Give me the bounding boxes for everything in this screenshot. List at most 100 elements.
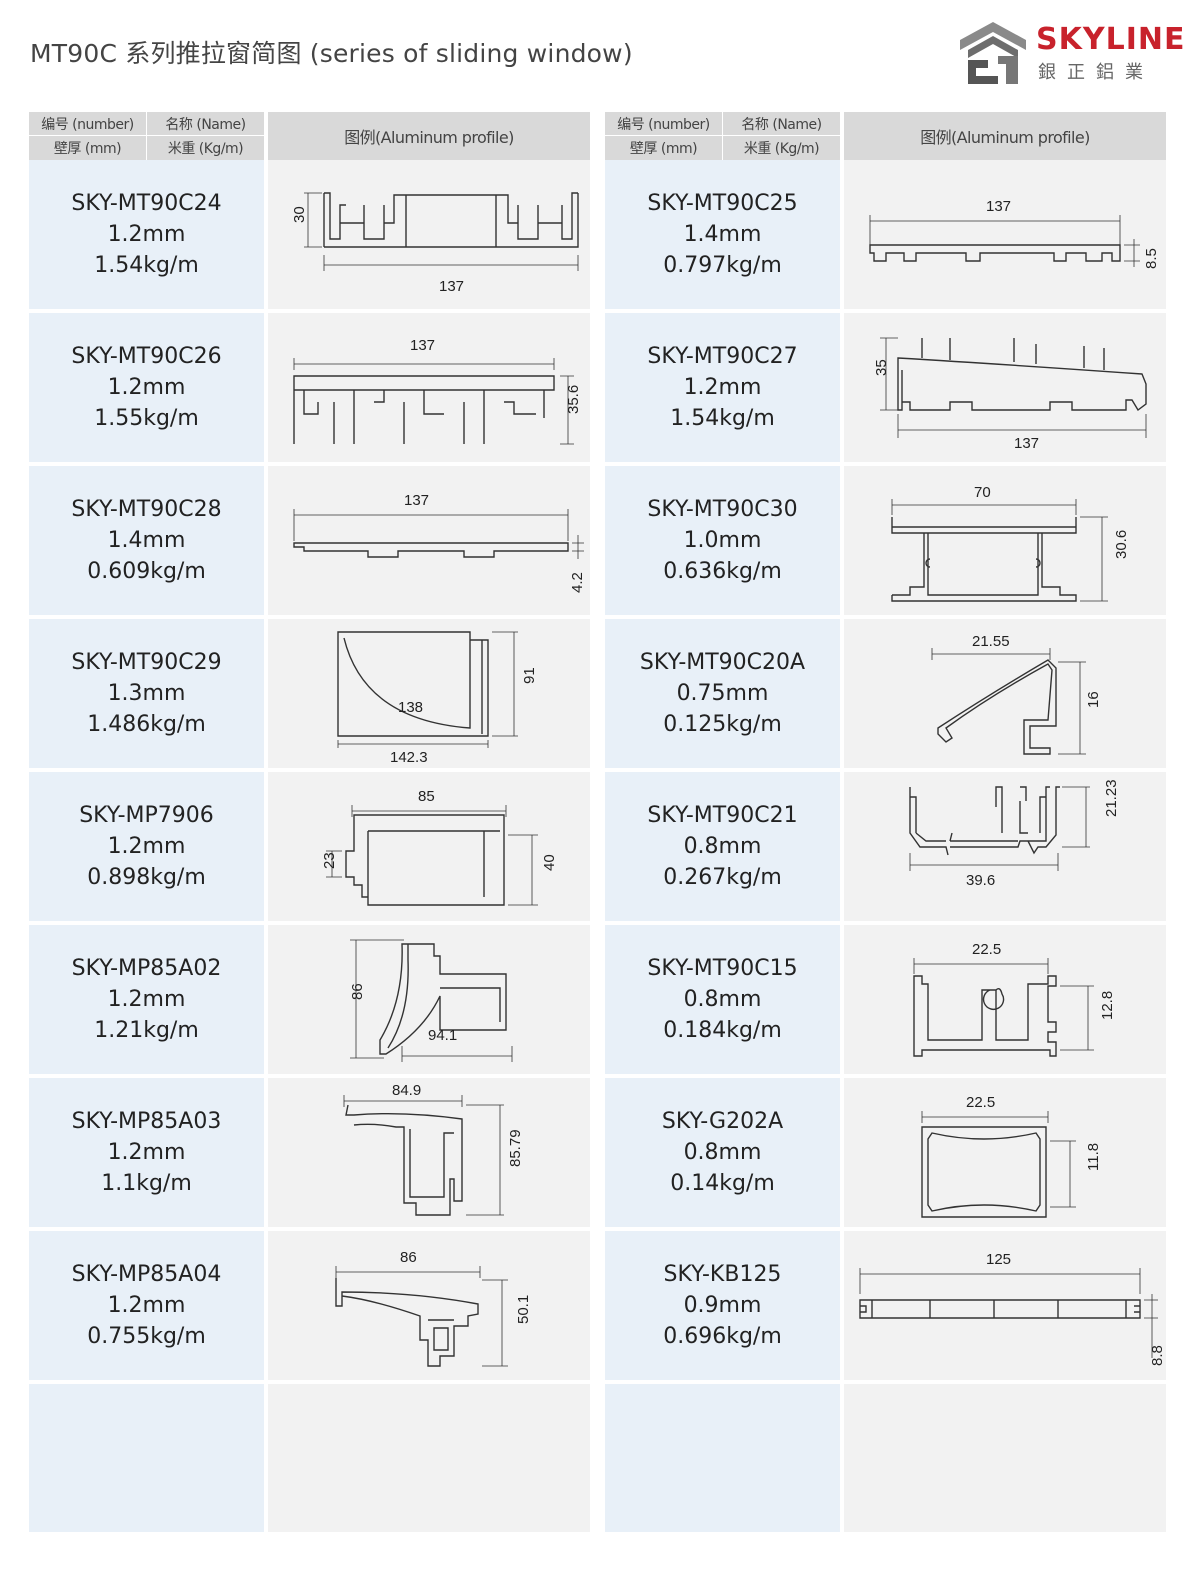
logo-subtitle: 銀正鋁業 <box>1038 62 1154 83</box>
profile-diagram-icon: 30 137 <box>291 191 579 295</box>
dim-label: 142.3 <box>390 749 428 766</box>
profile-weight: 0.755kg/m <box>87 1324 206 1349</box>
profile-diagram-icon: 22.5 12.8 <box>913 941 1116 1057</box>
profile-drawing: 22.5 12.8 <box>840 921 1166 1074</box>
profile-weight: 0.267kg/m <box>663 865 782 890</box>
dim-label: 137 <box>1014 435 1039 452</box>
dim-label: 85 <box>418 788 435 805</box>
profile-spec: SKY-MP7906 1.2mm 0.898kg/m <box>29 768 264 921</box>
profile-code: SKY-MP85A04 <box>71 1262 222 1287</box>
profile-drawing: 70 30.6 <box>840 462 1166 615</box>
table-row: SKY-MT90C27 1.2mm 1.54kg/m 35 137 <box>605 309 1166 462</box>
profile-spec: SKY-MT90C25 1.4mm 0.797kg/m <box>605 160 840 309</box>
page-title: MT90C 系列推拉窗简图 (series of sliding window) <box>30 39 633 68</box>
profile-weight: 0.898kg/m <box>87 865 206 890</box>
profile-weight: 0.125kg/m <box>663 712 782 737</box>
table-row: SKY-G202A 0.8mm 0.14kg/m 22.5 11.8 <box>605 1074 1166 1227</box>
profile-drawing: 137 8.5 <box>840 160 1166 309</box>
profile-drawing: 86 94.1 <box>264 921 590 1074</box>
dim-label: 22.5 <box>972 941 1001 958</box>
header-name: 名称 (Name) <box>147 112 264 136</box>
table-row-empty <box>29 1380 590 1532</box>
profile-weight: 1.1kg/m <box>101 1171 192 1196</box>
dim-label: 86 <box>400 1249 417 1266</box>
profile-code: SKY-MT90C21 <box>647 803 798 828</box>
profile-thickness: 1.2mm <box>107 834 186 859</box>
profile-diagram-icon: 138 91 142.3 <box>337 630 538 766</box>
profile-code: SKY-G202A <box>661 1109 784 1134</box>
profile-spec: SKY-KB125 0.9mm 0.696kg/m <box>605 1227 840 1380</box>
profile-thickness: 1.2mm <box>107 375 186 400</box>
profile-code: SKY-MT90C26 <box>71 344 222 369</box>
profile-code: SKY-KB125 <box>663 1262 782 1287</box>
profile-weight: 1.486kg/m <box>87 712 206 737</box>
table-row: SKY-MT90C24 1.2mm 1.54kg/m 30 137 <box>29 160 590 309</box>
profile-code: SKY-MT90C20A <box>639 650 806 675</box>
logo-brand: SKYLINE <box>1036 22 1186 57</box>
table-row: SKY-KB125 0.9mm 0.696kg/m 125 8.8 <box>605 1227 1166 1380</box>
dim-label: 21.55 <box>972 633 1010 650</box>
dim-label: 4.2 <box>569 572 586 593</box>
dim-label: 137 <box>404 492 429 509</box>
table-row: SKY-MP85A03 1.2mm 1.1kg/m 84.9 85.79 <box>29 1074 590 1227</box>
profile-diagram-icon: 35 137 <box>873 337 1147 452</box>
profile-spec: SKY-MT90C28 1.4mm 0.609kg/m <box>29 462 264 615</box>
profile-diagram-icon: 86 94.1 <box>349 939 513 1062</box>
profile-spec: SKY-MT90C30 1.0mm 0.636kg/m <box>605 462 840 615</box>
profile-diagram-icon: 137 8.5 <box>869 198 1160 269</box>
profile-diagram-icon: 22.5 11.8 <box>921 1094 1102 1218</box>
table-row: SKY-MT90C21 0.8mm 0.267kg/m 39.6 21.23 <box>605 768 1166 921</box>
dim-label: 16 <box>1085 691 1102 708</box>
dim-label: 137 <box>986 198 1011 215</box>
profile-diagram-icon: 84.9 85.79 <box>343 1082 524 1216</box>
profile-drawing: 137 4.2 <box>264 462 590 615</box>
table-row: SKY-MT90C20A 0.75mm 0.125kg/m 21.55 16 <box>605 615 1166 768</box>
profile-diagram-icon: 137 35.6 <box>293 337 582 444</box>
dim-label: 86 <box>349 983 366 1000</box>
profile-drawing: 85 23 40 <box>264 768 590 921</box>
profile-weight: 1.54kg/m <box>670 406 775 431</box>
header-figure: 图例(Aluminum profile) <box>264 112 590 160</box>
header-thickness: 壁厚 (mm) <box>29 136 147 160</box>
header-weight: 米重 (Kg/m) <box>147 136 264 160</box>
dim-label: 30 <box>291 206 308 223</box>
dim-label: 84.9 <box>392 1082 421 1099</box>
table-row: SKY-MP7906 1.2mm 0.898kg/m 85 23 40 <box>29 768 590 921</box>
profile-drawing: 39.6 21.23 <box>840 768 1166 921</box>
profile-spec: SKY-MT90C26 1.2mm 1.55kg/m <box>29 309 264 462</box>
profile-thickness: 1.2mm <box>107 1293 186 1318</box>
header-figure: 图例(Aluminum profile) <box>840 112 1166 160</box>
profile-spec: SKY-MT90C20A 0.75mm 0.125kg/m <box>605 615 840 768</box>
dim-label: 125 <box>986 1251 1011 1268</box>
dim-label: 21.23 <box>1103 779 1120 817</box>
profile-thickness: 1.2mm <box>107 1140 186 1165</box>
dim-label: 50.1 <box>515 1294 532 1323</box>
profile-diagram-icon: 125 8.8 <box>859 1251 1166 1366</box>
profile-spec: SKY-MP85A04 1.2mm 0.755kg/m <box>29 1227 264 1380</box>
profile-diagram-icon: 39.6 21.23 <box>909 779 1120 889</box>
dim-label: 8.8 <box>1149 1345 1166 1366</box>
profile-thickness: 1.2mm <box>107 222 186 247</box>
table-row: SKY-MT90C25 1.4mm 0.797kg/m 137 8.5 <box>605 160 1166 309</box>
profile-weight: 1.55kg/m <box>94 406 199 431</box>
dim-label: 91 <box>521 667 538 684</box>
dim-label: 11.8 <box>1085 1142 1102 1170</box>
profile-thickness: 1.4mm <box>683 222 762 247</box>
profile-spec: SKY-G202A 0.8mm 0.14kg/m <box>605 1074 840 1227</box>
profile-spec: SKY-MT90C29 1.3mm 1.486kg/m <box>29 615 264 768</box>
profile-thickness: 1.4mm <box>107 528 186 553</box>
dim-label: 94.1 <box>428 1027 457 1044</box>
profile-drawing: 86 50.1 <box>264 1227 590 1380</box>
profile-drawing: 138 91 142.3 <box>264 615 590 768</box>
profile-weight: 0.636kg/m <box>663 559 782 584</box>
profile-thickness: 1.0mm <box>683 528 762 553</box>
profile-table-right: 编号 (number) 名称 (Name) 图例(Aluminum profil… <box>605 112 1166 1532</box>
profile-code: SKY-MT90C24 <box>71 191 222 216</box>
table-header: 编号 (number) 名称 (Name) 图例(Aluminum profil… <box>605 112 1166 160</box>
dim-label: 70 <box>974 484 991 501</box>
profile-diagram-icon: 137 4.2 <box>293 492 586 593</box>
table-row-empty <box>605 1380 1166 1532</box>
profile-spec: SKY-MT90C15 0.8mm 0.184kg/m <box>605 921 840 1074</box>
skyline-logo-icon <box>960 22 1026 84</box>
table-row: SKY-MP85A04 1.2mm 0.755kg/m 86 50.1 <box>29 1227 590 1380</box>
